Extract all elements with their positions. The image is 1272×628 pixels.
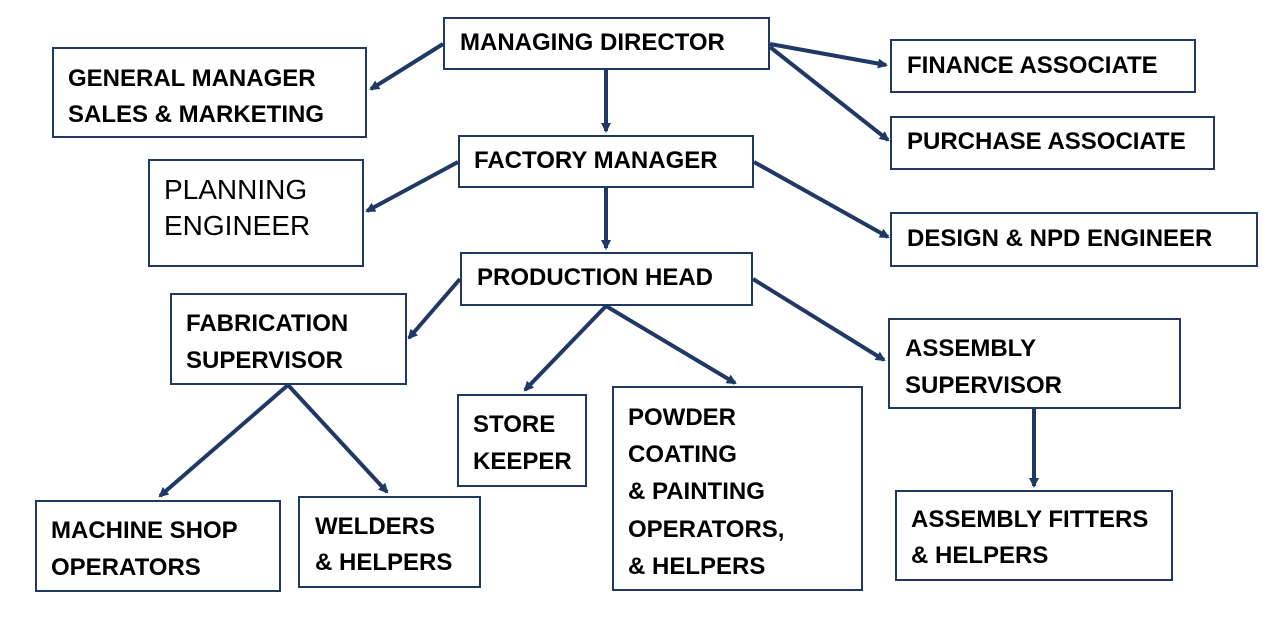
text-line: KEEPER <box>473 448 572 476</box>
arrow-ph-to-assembly <box>751 277 886 362</box>
welders-box <box>298 496 481 588</box>
text-line: SUPERVISOR <box>186 347 343 375</box>
store-keeper-box <box>457 394 587 487</box>
text-line: GENERAL MANAGER <box>68 65 316 92</box>
text-line: & HELPERS <box>911 542 1049 569</box>
factory-manager-label: FACTORY MANAGER <box>474 147 718 175</box>
machine-shop-label: MACHINE SHOP OPERATORS <box>51 512 238 586</box>
text-line: DESIGN & NPD ENGINEER <box>907 225 1213 252</box>
text-line: FINANCE ASSOCIATE <box>907 52 1158 79</box>
production-head-box <box>460 252 753 306</box>
text-line: PLANNING <box>164 174 308 205</box>
managing-director-label: MANAGING DIRECTOR <box>460 29 725 57</box>
gm-sales-box <box>52 47 367 138</box>
text-line: POWDER <box>628 404 736 431</box>
arrow-ph-to-powder <box>604 304 737 385</box>
text-line: & HELPERS <box>315 549 453 576</box>
arrow-ph-to-store <box>523 304 608 392</box>
arrow-fab-to-machine-shop <box>158 383 290 498</box>
text-line: STORE <box>473 411 556 438</box>
text-line: COATING <box>628 441 737 469</box>
planning-engineer-box <box>148 159 364 267</box>
machine-shop-box <box>35 500 281 592</box>
text-line: WELDERS <box>315 513 435 540</box>
text-line: FABRICATION <box>186 310 349 337</box>
assembly-fitters-box <box>895 490 1173 581</box>
powder-coating-label: POWDER COATING & PAINTING OPERATORS, & H… <box>628 399 784 585</box>
arrow-fab-to-welders <box>286 383 389 494</box>
text-line: ENGINEER <box>164 210 311 242</box>
assembly-supervisor-box <box>888 318 1181 409</box>
arrow-ph-to-fabrication <box>407 277 462 340</box>
managing-director-box <box>443 17 770 70</box>
planning-engineer-label: PLANNING ENGINEER <box>164 172 310 245</box>
assembly-supervisor-label: ASSEMBLY SUPERVISOR <box>905 330 1062 404</box>
text-line: PRODUCTION HEAD <box>477 264 714 291</box>
arrow-md-to-gm-sales <box>369 42 445 91</box>
assembly-fitters-label: ASSEMBLY FITTERS & HELPERS <box>911 502 1148 574</box>
welders-label: WELDERS & HELPERS <box>315 509 452 581</box>
fabrication-supervisor-label: FABRICATION SUPERVISOR <box>186 305 348 379</box>
text-line: ASSEMBLY <box>905 335 1037 362</box>
text-line: MANAGING DIRECTOR <box>460 29 725 56</box>
finance-associate-label: FINANCE ASSOCIATE <box>907 52 1158 80</box>
store-keeper-label: STORE KEEPER <box>473 406 572 480</box>
purchase-associate-box <box>890 116 1215 170</box>
text-line: FACTORY MANAGER <box>474 147 718 174</box>
design-engineer-label: DESIGN & NPD ENGINEER <box>907 225 1212 253</box>
design-engineer-box <box>890 212 1258 267</box>
text-line: & HELPERS <box>628 552 766 580</box>
text-line: SUPERVISOR <box>905 372 1062 400</box>
text-line: OPERATORS, <box>628 515 785 543</box>
arrow-md-to-finance <box>769 42 888 69</box>
text-line: & PAINTING <box>628 478 765 506</box>
text-line: ASSEMBLY FITTERS <box>911 506 1149 533</box>
gm-sales-label: GENERAL MANAGER SALES & MARKETING <box>68 61 324 133</box>
text-line: SALES & MARKETING <box>68 101 325 128</box>
factory-manager-box <box>458 135 754 188</box>
fabrication-supervisor-box <box>170 293 407 385</box>
text-line: MACHINE SHOP <box>51 517 238 544</box>
arrow-fm-to-design <box>753 160 890 239</box>
arrow-md-to-purchase <box>768 45 890 142</box>
finance-associate-box <box>890 39 1196 93</box>
production-head-label: PRODUCTION HEAD <box>477 264 713 292</box>
purchase-associate-label: PURCHASE ASSOCIATE <box>907 128 1186 156</box>
text-line: OPERATORS <box>51 554 201 582</box>
text-line: PURCHASE ASSOCIATE <box>907 128 1186 155</box>
powder-coating-box <box>612 386 863 591</box>
arrow-fm-to-planning <box>365 160 459 213</box>
